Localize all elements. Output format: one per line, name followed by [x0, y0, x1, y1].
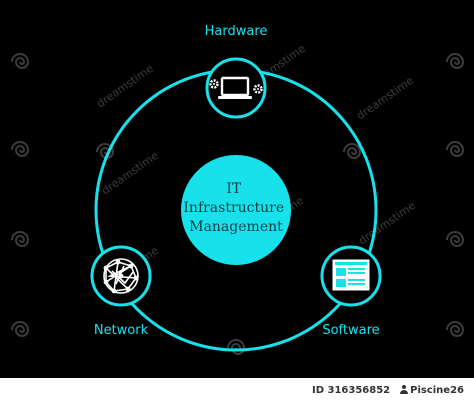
watermark-spiral-icon [11, 53, 30, 69]
node-software: Software [320, 245, 382, 338]
laptop-gears-icon [209, 76, 263, 99]
footer-author: Piscine26 [410, 385, 464, 396]
watermark-spirals [11, 53, 465, 355]
watermark-spiral-icon [446, 321, 465, 337]
watermark-spiral-icon [343, 143, 362, 159]
watermark-spiral-icon [446, 141, 465, 157]
stock-footer: ID 316356852 Piscine26 [0, 378, 474, 405]
center-label-line-1: IT [226, 181, 242, 197]
footer-credit: ID 316356852 Piscine26 [312, 385, 464, 396]
node-hardware: Hardware [205, 24, 268, 119]
center-label-line-3: Management [189, 219, 283, 235]
watermark-spiral-icon [11, 321, 30, 337]
watermark-text: dreamstime [99, 149, 161, 198]
node-network: Network [90, 245, 152, 338]
watermark-text: dreamstime [356, 199, 418, 248]
watermark-spiral-icon [446, 231, 465, 247]
watermark-text: dreamstime [354, 74, 416, 123]
watermark-spiral-icon [446, 53, 465, 69]
node-hardware-circle [205, 57, 267, 119]
browser-window-icon [332, 259, 370, 291]
network-globe-icon [103, 258, 139, 294]
center-label-line-2: Infrastructure [183, 200, 284, 216]
svg-text:IT Infrastructure: IT Infrastructure Management [183, 181, 288, 235]
watermark-spiral-icon [11, 231, 30, 247]
watermark-spiral-icon [11, 141, 30, 157]
footer-id: ID 316356852 [311, 385, 391, 396]
node-network-label: Network [94, 323, 149, 338]
watermark-spiral-icon [227, 339, 246, 355]
node-hardware-label: Hardware [205, 24, 268, 39]
person-icon [400, 385, 409, 394]
node-software-label: Software [322, 323, 379, 338]
center-circle [181, 155, 291, 265]
